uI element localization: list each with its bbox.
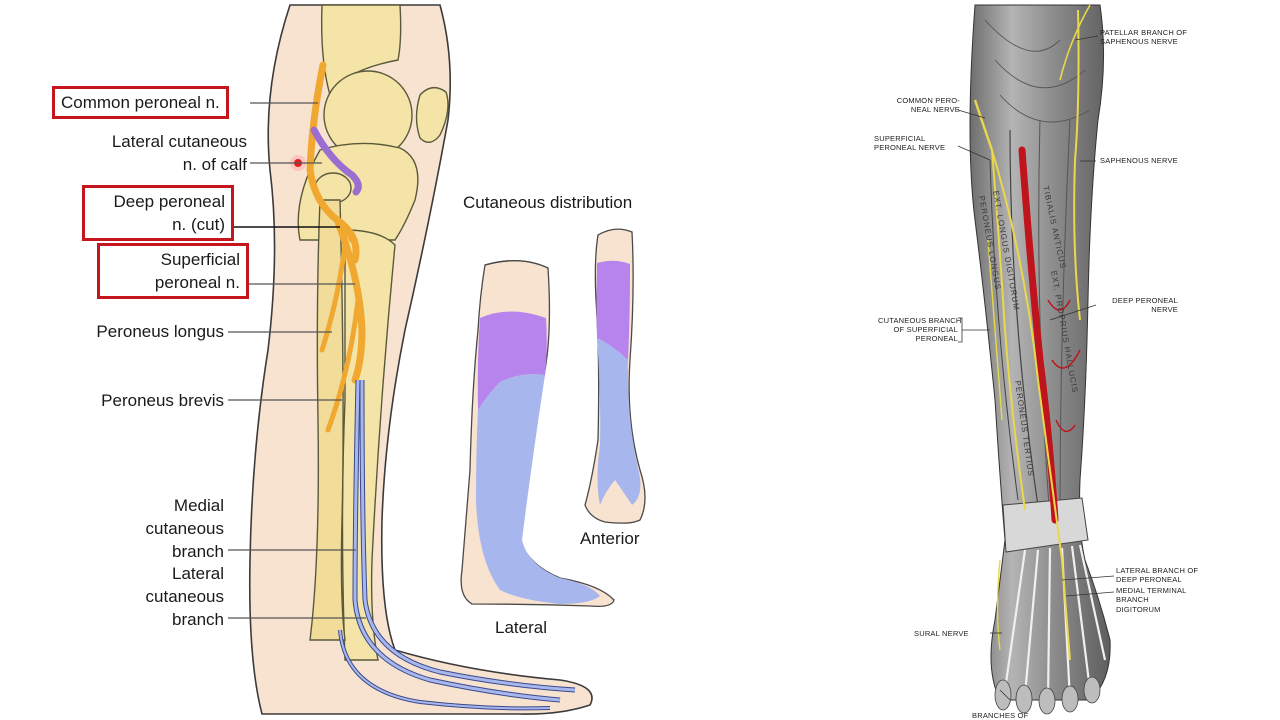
muscle-line-4	[989, 159, 1019, 501]
label-cutaneous-branch-line3: PERONEAL	[915, 334, 958, 343]
peroneus-brevis-branch	[325, 297, 361, 433]
label-superficial-peroneal-line2: peroneal n.	[154, 273, 240, 292]
muscle-line-1	[1009, 129, 1041, 521]
deep-peroneal-nerve-cut	[329, 212, 355, 243]
muscle-line-2	[1038, 119, 1051, 521]
sural-branch-nerve-fill	[339, 629, 551, 710]
label-deep-peroneal-nerve: DEEP PERONEAL NERVE	[1098, 296, 1178, 314]
lateral-cutaneous-calf-nerve	[310, 126, 362, 196]
label-lateral-branch-line1: LATERAL BRANCH OF	[1116, 566, 1199, 575]
saphenous-nerve	[1073, 9, 1081, 321]
label-cutaneous-branch: CUTANEOUS BRANCH OF SUPERFICIAL PERONEAL	[878, 316, 962, 343]
label-common-peroneal-nerve: COMMON PERO- NEAL NERVE	[886, 96, 960, 114]
label-lateral-cutaneous-calf-line2: n. of calf	[182, 155, 247, 174]
label-common-peroneal-nerve-line1: COMMON PERO-	[896, 96, 960, 105]
patellar-branch	[1059, 4, 1091, 81]
muscle-line-3	[1059, 119, 1071, 521]
label-patellar-branch-line2: SAPHENOUS NERVE	[1100, 37, 1178, 46]
label-lateral-branch-deep-peroneal: LATERAL BRANCH OF DEEP PERONEAL	[1116, 566, 1198, 584]
label-medial-terminal-branch: MEDIAL TERMINAL BRANCH	[1116, 586, 1187, 604]
label-branches-of: BRANCHES OF	[972, 711, 1029, 720]
label-medial-cutaneous-line3: branch	[172, 542, 224, 561]
peroneus-longus-branch	[319, 242, 348, 353]
label-lateral-cutaneous-calf: Lateral cutaneous n. of calf	[60, 130, 247, 176]
label-medial-cutaneous-line2: cutaneous	[145, 519, 224, 538]
cutaneous-distribution-title: Cutaneous distribution	[463, 193, 633, 212]
label-peroneus-brevis: Peroneus brevis	[101, 391, 224, 410]
label-lateral-cutaneous-branch-line3: branch	[172, 610, 224, 629]
patella-bone	[415, 87, 449, 143]
common-peroneal-nerve-right	[973, 99, 994, 151]
superficial-peroneal-nerve	[334, 218, 366, 384]
lateral-calf-region	[477, 311, 547, 410]
label-sural-nerve: SURAL NERVE	[914, 629, 969, 638]
label-superficial-peroneal: Superficial peroneal n.	[97, 243, 249, 299]
sural-nerve-right	[996, 559, 1001, 651]
label-lateral-branch-line2: DEEP PERONEAL	[1116, 575, 1182, 584]
label-lateral-cutaneous-calf-line1: Lateral cutaneous	[111, 132, 247, 151]
label-cutaneous-branch-line2: OF SUPERFICIAL	[893, 325, 958, 334]
label-saphenous-nerve: SAPHENOUS NERVE	[1100, 156, 1178, 165]
label-peroneus-longus: Peroneus longus	[96, 322, 224, 341]
anterior-superficial-region	[597, 338, 641, 505]
label-cutaneous-branch-line1: CUTANEOUS BRANCH	[878, 316, 962, 325]
lateral-leg-outline-top	[484, 260, 549, 269]
medial-cutaneous-branch-nerve-fill	[353, 379, 561, 702]
superficial-peroneal-nerve-right	[991, 149, 1026, 511]
label-deep-peroneal-line2: n. (cut)	[172, 215, 225, 234]
label-lateral-view: Lateral	[495, 618, 547, 637]
label-patellar-branch-line1: PATELLAR BRANCH OF	[1100, 28, 1188, 37]
label-anterior-view: Anterior	[580, 529, 640, 548]
lateral-cutaneous-branch-nerve-fill	[360, 379, 576, 692]
label-deep-peroneal-line1: Deep peroneal	[113, 192, 225, 211]
anterior-tibial-artery	[1018, 146, 1059, 524]
foot-tendons	[1003, 544, 1107, 701]
label-deep-peroneal-nerve-line2: NERVE	[1151, 305, 1178, 314]
label-medial-terminal-line2: BRANCH	[1116, 595, 1149, 604]
knee-lines	[984, 19, 1091, 123]
label-superficial-peroneal-nerve-line1: SUPERFICIAL	[874, 134, 926, 143]
label-patellar-branch: PATELLAR BRANCH OF SAPHENOUS NERVE	[1100, 28, 1187, 46]
label-medial-terminal-line1: MEDIAL TERMINAL	[1116, 586, 1187, 595]
label-deep-peroneal-nerve-line1: DEEP PERONEAL	[1112, 296, 1178, 305]
label-medial-cutaneous-branch: Medial cutaneous branch	[100, 494, 224, 563]
toes	[994, 676, 1101, 715]
label-superficial-peroneal-nerve-line2: PERONEAL NERVE	[874, 143, 946, 152]
cutaneous-branch-nerve	[987, 239, 1003, 421]
label-common-peroneal: Common peroneal n.	[52, 86, 229, 119]
deep-peroneal-nerve-right	[991, 149, 1071, 661]
label-deep-peroneal: Deep peroneal n. (cut)	[82, 185, 234, 241]
artery-branches	[1047, 299, 1081, 433]
label-superficial-peroneal-nerve: SUPERFICIAL PERONEAL NERVE	[874, 134, 945, 152]
annotation-leader-lines	[957, 35, 1115, 701]
label-common-peroneal-nerve-line2: NEAL NERVE	[910, 105, 960, 114]
label-lateral-cutaneous-branch-line1: Lateral	[172, 564, 224, 583]
anterior-calf-region	[596, 260, 630, 360]
label-superficial-peroneal-line1: Superficial	[160, 250, 240, 269]
lateral-superficial-region	[476, 374, 600, 604]
label-digitorum: DIGITORUM	[1116, 605, 1161, 614]
label-medial-cutaneous-line1: Medial	[173, 496, 224, 515]
label-lateral-cutaneous-branch: Lateral cutaneous branch	[100, 562, 224, 631]
label-lateral-cutaneous-branch-line2: cutaneous	[145, 587, 224, 606]
